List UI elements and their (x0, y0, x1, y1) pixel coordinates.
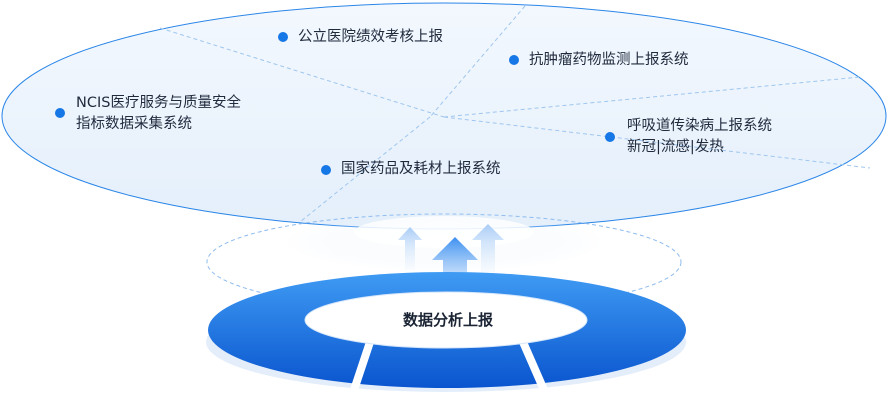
bullet-dot (509, 55, 519, 65)
system-label-performance: 公立医院绩效考核上报 (298, 29, 443, 45)
ring-inner (304, 291, 588, 349)
ring-gaps (350, 340, 548, 392)
base-ring (208, 272, 686, 388)
center-label: 数据分析上报 (402, 311, 493, 329)
bullet-dot (278, 32, 288, 42)
system-label-ncis: NCIS医疗服务与质量安全 指标数据采集系统 (76, 95, 241, 132)
divider-lines (159, 5, 871, 223)
arrow-right (472, 224, 504, 275)
system-label-antitumor: 抗肿瘤药物监测上报系统 (529, 52, 689, 68)
orbit-ellipse (206, 213, 682, 311)
system-label-drugs: 国家药品及耗材上报系统 (341, 161, 501, 177)
bullet-dot (55, 108, 65, 118)
bullet-dot (321, 165, 331, 175)
arrow-left (398, 227, 422, 270)
bullet-dot (605, 132, 615, 142)
system-label-respiratory: 呼吸道传染病上报系统 新冠|流感|发热 (627, 118, 772, 155)
